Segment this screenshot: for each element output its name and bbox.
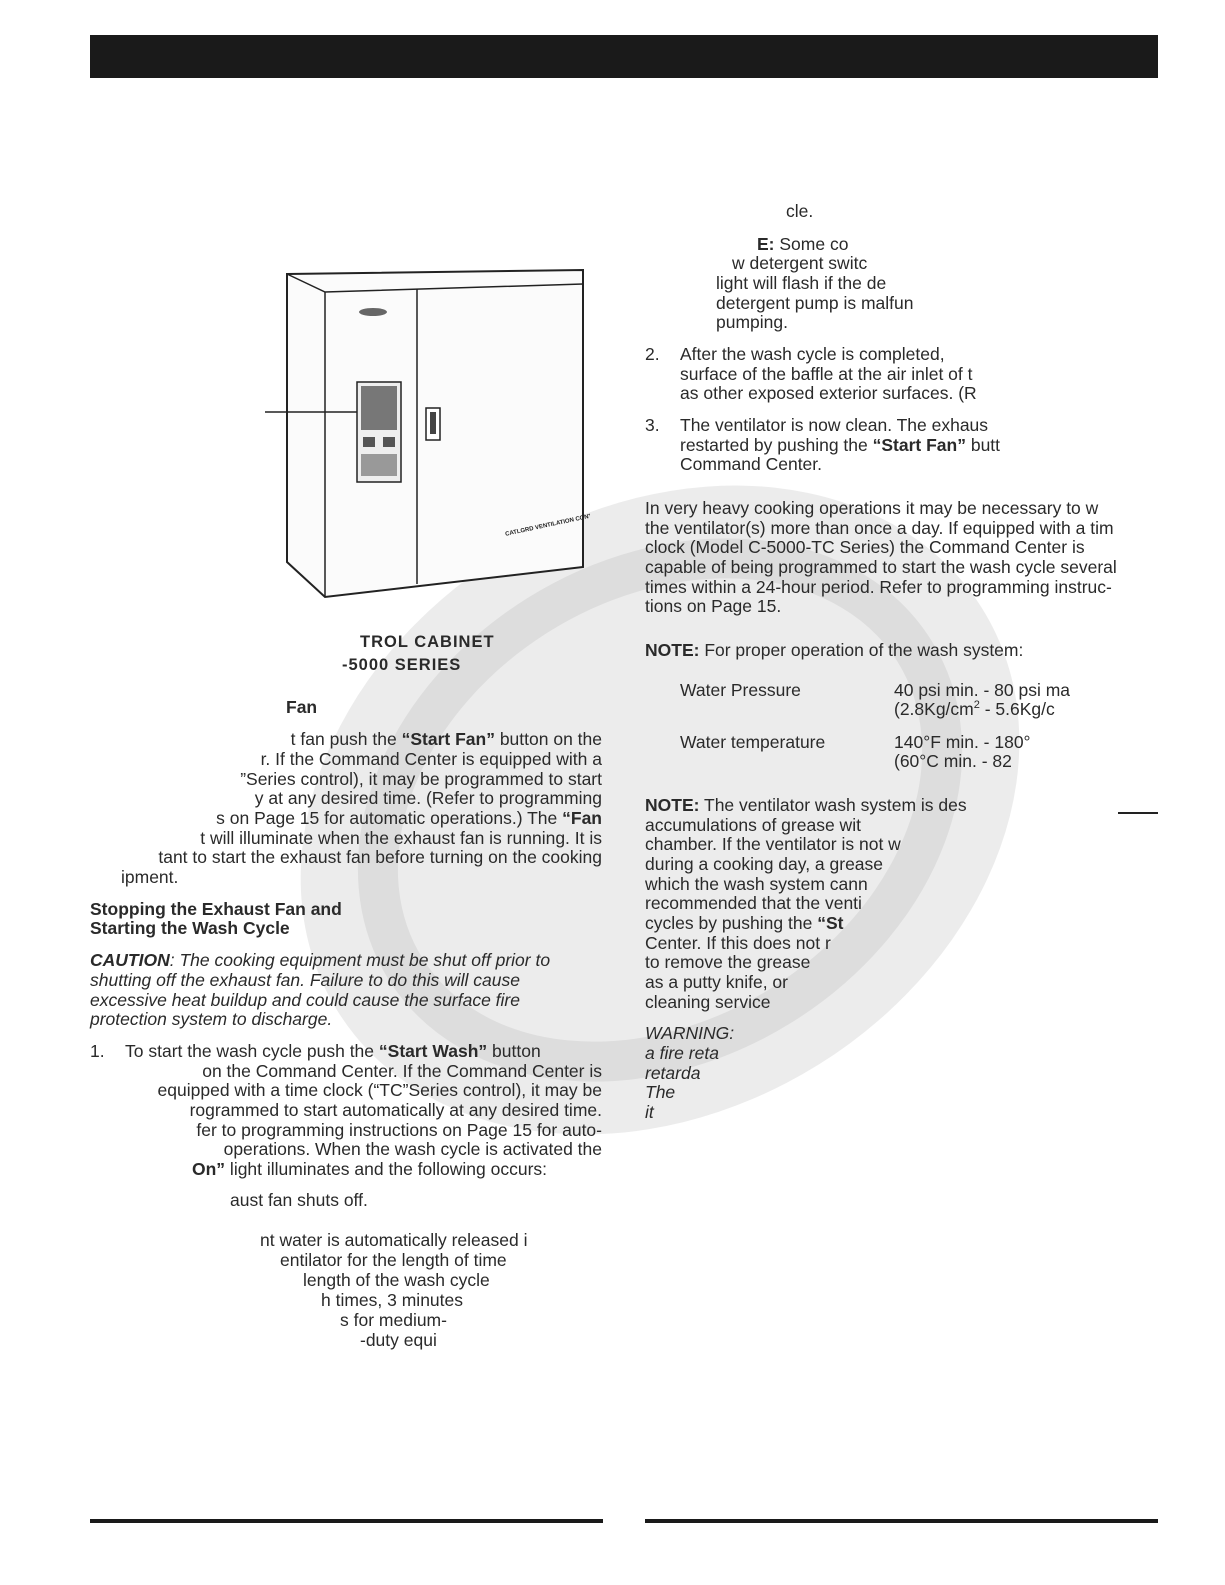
body-line: r. If the Command Center is equipped wit… [260, 749, 602, 769]
header-bar [90, 35, 1158, 78]
sub-item-line: h times, 3 minutes [321, 1290, 463, 1310]
step-line: To start the wash cycle push the “Start … [125, 1041, 541, 1061]
footer-rule-left [90, 1519, 603, 1523]
step-line: surface of the baffle at the air inlet o… [680, 364, 973, 384]
spec-label-temperature: Water temperature [680, 732, 826, 752]
body-line: cle. [786, 201, 814, 221]
note-line: to remove the grease [645, 952, 811, 972]
note-line: accumulations of grease wit [645, 815, 861, 835]
section-heading-starting-wash: Starting the Wash Cycle [90, 918, 290, 938]
caution-line: protection system to discharge. [90, 1009, 333, 1029]
caution-line: shutting off the exhaust fan. Failure to… [90, 970, 520, 990]
figure-caption-line2: -5000 SERIES [342, 656, 462, 674]
body-line: tant to start the exhaust fan before tur… [158, 847, 602, 867]
body-line: capable of being programmed to start the… [645, 557, 1117, 577]
spec-value-pressure: 40 psi min. - 80 psi ma [894, 680, 1071, 700]
sub-item-line: entilator for the length of time [280, 1250, 507, 1270]
sub-item-line: -duty equi [360, 1330, 437, 1350]
note-line: E: Some co [757, 234, 849, 254]
step-line: restarted by pushing the “Start Fan” but… [680, 435, 1001, 455]
caution-label: CAUTION [90, 950, 170, 970]
note-line: light will flash if the de [716, 273, 887, 293]
warning-line: The [645, 1082, 676, 1102]
body-line: ipment. [121, 867, 179, 887]
warning-line: retarda [645, 1063, 701, 1083]
control-cabinet-illustration: CATLGRD VENTILATION CONTROL CABINET [265, 268, 590, 599]
note-line: chamber. If the ventilator is not w [645, 834, 901, 854]
body-line: y at any desired time. (Refer to program… [254, 788, 602, 808]
step-number: 2. [645, 344, 660, 364]
step-line: The ventilator is now clean. The exhaus [680, 415, 989, 435]
step-line: fer to programming instructions on Page … [196, 1120, 602, 1140]
step-number: 1. [90, 1041, 105, 1061]
note-line: cycles by pushing the “St [645, 913, 844, 933]
note-line: NOTE: The ventilator wash system is des [645, 795, 967, 815]
note-line: which the wash system cann [645, 874, 868, 894]
figure-caption-line1: TROL CABINET [360, 633, 495, 651]
warning-line: it [645, 1102, 654, 1122]
spec-value-temperature: 140°F min. - 180° [894, 732, 1031, 752]
spec-value-temperature-metric: (60°C min. - 82 [894, 751, 1012, 771]
sub-item-line: length of the wash cycle [303, 1270, 490, 1290]
footer-rule-right [645, 1519, 1158, 1523]
note-line: during a cooking day, a grease [645, 854, 884, 874]
step-line: On” light illuminates and the following … [192, 1159, 548, 1179]
watermark-logo [300, 485, 1020, 1135]
note-line: cleaning service [645, 992, 771, 1012]
step-line: rogrammed to start automatically at any … [189, 1100, 602, 1120]
sub-item-line: nt water is automatically released i [260, 1230, 528, 1250]
body-line: times within a 24-hour period. Refer to … [645, 577, 1112, 597]
step-number: 3. [645, 415, 660, 435]
spec-label-pressure: Water Pressure [680, 680, 801, 700]
note-line: pumping. [716, 312, 788, 332]
spec-value-pressure-metric: (2.8Kg/cm2 - 5.6Kg/c [894, 699, 1055, 719]
body-line: t will illuminate when the exhaust fan i… [200, 828, 602, 848]
section-heading-stopping: Stopping the Exhaust Fan and [90, 899, 342, 919]
step-line: as other exposed exterior surfaces. (R [680, 383, 977, 403]
body-line: ”Series control), it may be programmed t… [240, 769, 602, 789]
warning-line: a fire reta [645, 1043, 719, 1063]
body-line: In very heavy cooking operations it may … [645, 498, 1099, 518]
body-line: tions on Page 15. [645, 596, 782, 616]
note-line: w detergent switc [732, 253, 868, 273]
note-line: NOTE: For proper operation of the wash s… [645, 640, 1024, 660]
sub-item: aust fan shuts off. [230, 1190, 368, 1210]
step-line: equipped with a time clock (“TC”Series c… [157, 1080, 602, 1100]
step-line: on the Command Center. If the Command Ce… [202, 1061, 602, 1081]
note-line: Center. If this does not r [645, 933, 831, 953]
sub-item-line: s for medium- [340, 1310, 447, 1330]
note-line: recommended that the venti [645, 893, 862, 913]
body-line: clock (Model C-5000-TC Series) the Comma… [645, 537, 1085, 557]
warning-label: WARNING: [645, 1023, 735, 1043]
note-line: detergent pump is malfun [716, 293, 914, 313]
body-line: t fan push the “Start Fan” button on the [290, 729, 602, 749]
rule-fragment [1118, 812, 1158, 814]
body-line: the ventilator(s) more than once a day. … [645, 518, 1114, 538]
section-heading-fan: Fan [286, 697, 318, 717]
caution-line: excessive heat buildup and could cause t… [90, 990, 520, 1010]
body-line: s on Page 15 for automatic operations.) … [216, 808, 602, 828]
note-line: as a putty knife, or [645, 972, 788, 992]
step-line: After the wash cycle is completed, [680, 344, 945, 364]
caution-line: CAUTION: The cooking equipment must be s… [90, 950, 551, 970]
step-line: Command Center. [680, 454, 823, 474]
step-line: operations. When the wash cycle is activ… [223, 1139, 602, 1159]
